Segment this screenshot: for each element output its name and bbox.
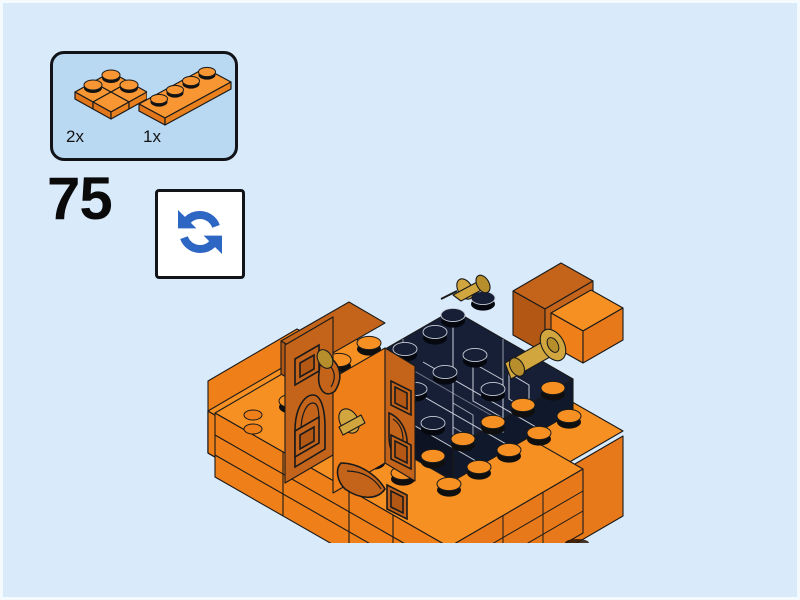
rotate-hint-box[interactable]: [155, 189, 245, 279]
rotate-model-icon: [169, 201, 231, 268]
parts-callout-box: 2x: [50, 51, 238, 161]
part-quantity-label: 1x: [143, 127, 161, 146]
part-corner-plate-2x2: [63, 66, 148, 126]
part-quantity-label: 2x: [66, 127, 84, 146]
lego-model-assembly: .ol { stroke:#1a1a1a; stroke-width:1.1; …: [153, 163, 653, 543]
part-plate-1x4: [135, 64, 235, 126]
step-number: 75: [47, 165, 113, 232]
